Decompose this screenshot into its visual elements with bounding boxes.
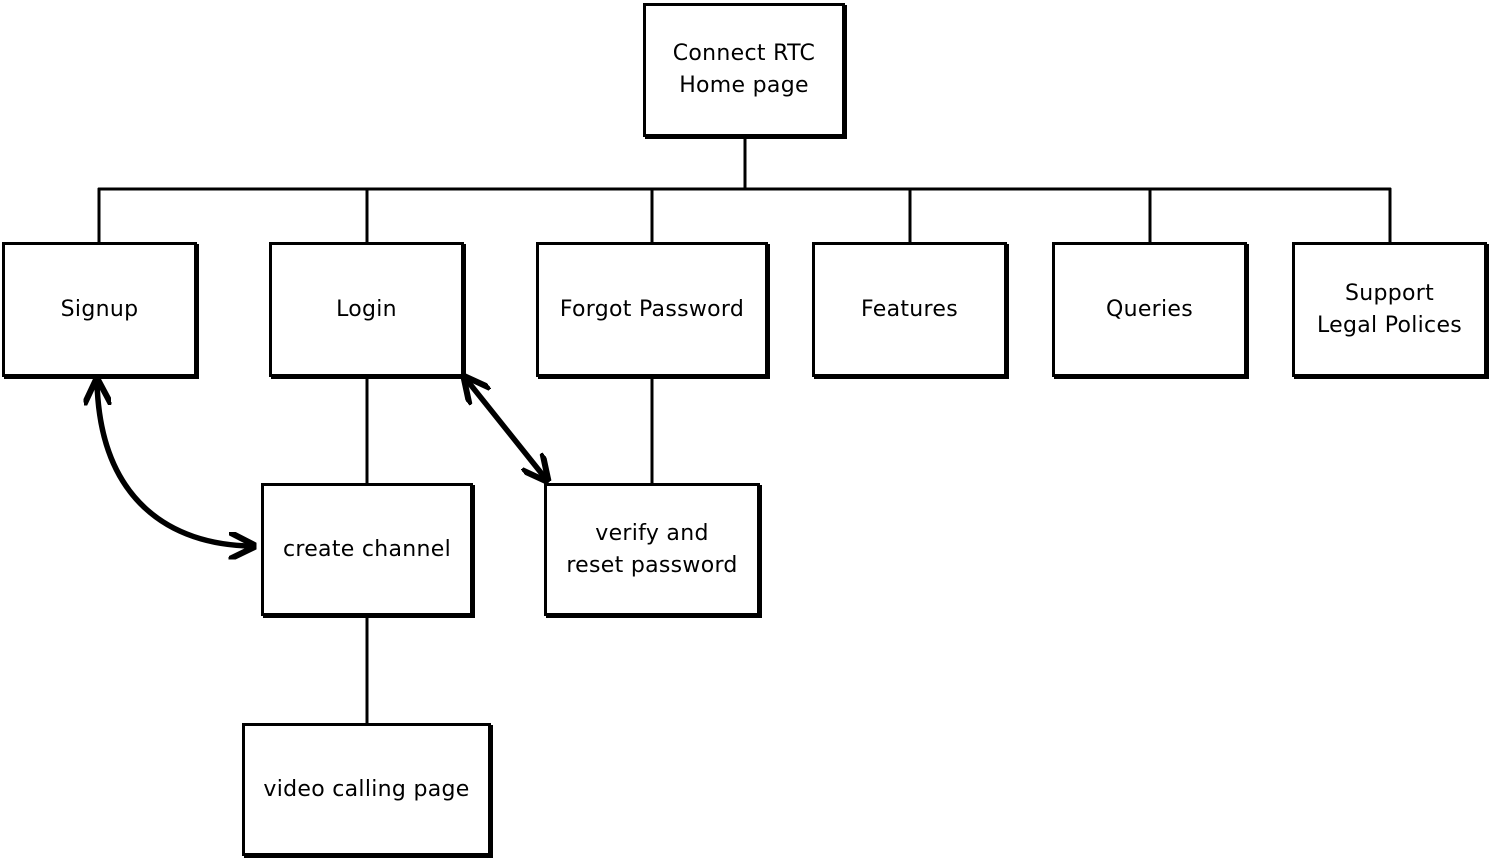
arrow-login-verify-reset bbox=[466, 379, 546, 479]
node-home-page: Connect RTC Home page bbox=[643, 3, 845, 137]
node-video-calling-page: video calling page bbox=[242, 723, 491, 856]
node-create-channel: create channel bbox=[261, 483, 473, 616]
node-signup-label: Signup bbox=[60, 296, 139, 322]
node-verify-reset-password: verify and reset password bbox=[544, 483, 760, 616]
node-queries: Queries bbox=[1052, 242, 1247, 377]
node-support-legal-polices: Support Legal Polices bbox=[1292, 242, 1487, 377]
node-login-label: Login bbox=[336, 296, 397, 322]
node-home-page-label: Connect RTC Home page bbox=[672, 41, 816, 98]
node-video-calling-page-label: video calling page bbox=[263, 776, 470, 802]
node-login: Login bbox=[269, 242, 464, 377]
node-support-legal-polices-label: Support Legal Polices bbox=[1316, 280, 1463, 338]
node-forgot-password-label: Forgot Password bbox=[559, 296, 745, 322]
node-features: Features bbox=[812, 242, 1007, 377]
node-forgot-password: Forgot Password bbox=[536, 242, 768, 377]
node-signup: Signup bbox=[2, 242, 197, 377]
node-create-channel-label: create channel bbox=[282, 536, 452, 562]
node-queries-label: Queries bbox=[1105, 296, 1194, 322]
node-features-label: Features bbox=[861, 296, 958, 322]
node-verify-reset-password-label: verify and reset password bbox=[566, 520, 738, 578]
arrow-signup-create-channel bbox=[97, 382, 252, 546]
